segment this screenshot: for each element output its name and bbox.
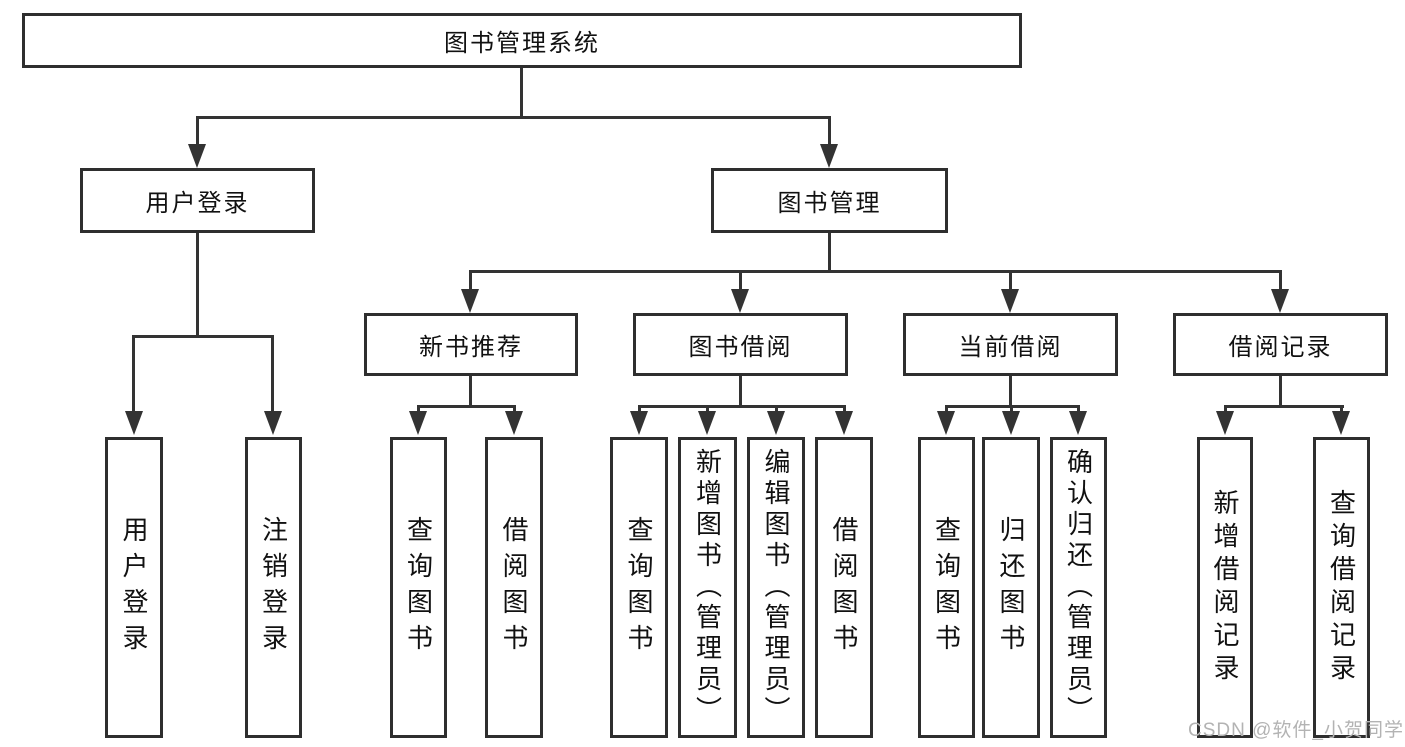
arrow-down-icon [188, 144, 206, 168]
csdn-watermark: CSDN @软件_小贺同学 [1188, 720, 1404, 741]
arrow-down-icon [505, 411, 523, 435]
node-user-login: 用户登录 [80, 168, 315, 233]
leaf-add-borrow-record: 新增借阅记录 [1197, 437, 1253, 738]
leaf-return-book: 归还图书 [982, 437, 1040, 738]
connector-level3-drop [1279, 270, 1282, 292]
connector-leaf-drop [945, 405, 948, 415]
connector-leaf-drop [513, 405, 516, 415]
arrow-down-icon [1271, 289, 1289, 313]
node-borrowing-records: 借阅记录 [1173, 313, 1388, 376]
connector-records-fork [1224, 405, 1344, 408]
connector-user-login-stem [196, 231, 199, 337]
connector-newbook-stem [469, 374, 472, 407]
arrow-down-icon [630, 411, 648, 435]
connector-records-stem [1279, 374, 1282, 407]
leaf-search-book-borrow: 查询图书 [610, 437, 668, 738]
node-root-label: 图书管理系统 [444, 30, 600, 57]
leaf-edit-book-admin: 编辑图书（管理员） [747, 437, 805, 738]
arrow-down-icon [767, 411, 785, 435]
connector-book-mgmt-stem [828, 231, 831, 273]
connector-root-stem [520, 66, 523, 119]
arrow-down-icon [698, 411, 716, 435]
leaf-search-book-recommend: 查询图书 [390, 437, 447, 738]
connector-user-login-fork [132, 335, 274, 338]
leaf-user-login: 用户登录 [105, 437, 163, 738]
connector-user-login-drop [196, 116, 199, 150]
arrow-down-icon [409, 411, 427, 435]
connector-level3-drop [469, 270, 472, 292]
connector-leaf-drop [132, 335, 135, 415]
leaf-label: 借阅图书 [829, 515, 859, 660]
connector-leaf-drop [638, 405, 641, 415]
leaf-search-book-current: 查询图书 [918, 437, 975, 738]
node-new-book-recommend: 新书推荐 [364, 313, 578, 376]
arrow-down-icon [125, 411, 143, 435]
connector-level3-drop [739, 270, 742, 292]
connector-leaf-drop [417, 405, 420, 415]
connector-level3-drop [1009, 270, 1012, 292]
arrow-down-icon [1332, 411, 1350, 435]
leaf-borrow-book: 借阅图书 [815, 437, 873, 738]
node-new-book-recommend-label: 新书推荐 [419, 334, 523, 361]
connector-current-stem [1009, 374, 1012, 407]
arrow-down-icon [731, 289, 749, 313]
leaf-label: 归还图书 [996, 515, 1026, 660]
leaf-label: 查询图书 [931, 515, 962, 660]
node-borrowing-records-label: 借阅记录 [1228, 334, 1333, 361]
connector-leaf-drop [706, 405, 709, 415]
arrow-down-icon [1002, 411, 1020, 435]
connector-leaf-drop [271, 335, 274, 415]
leaf-label: 用户登录 [119, 515, 149, 660]
connector-leaf-drop [1340, 405, 1343, 415]
node-book-management: 图书管理 [711, 168, 948, 233]
arrow-down-icon [937, 411, 955, 435]
arrow-down-icon [835, 411, 853, 435]
leaf-label: 新增图书（管理员） [692, 448, 723, 727]
connector-level2-fork [196, 116, 831, 119]
leaf-label: 借阅图书 [499, 515, 529, 660]
connector-newbook-fork [417, 405, 516, 408]
arrow-down-icon [1216, 411, 1234, 435]
connector-borrow-stem [739, 374, 742, 407]
node-root: 图书管理系统 [22, 13, 1022, 68]
connector-book-mgmt-drop [828, 116, 831, 150]
arrow-down-icon [1001, 289, 1019, 313]
node-current-borrowing-label: 当前借阅 [958, 334, 1063, 361]
connector-leaf-drop [775, 405, 778, 415]
leaf-search-borrow-record: 查询借阅记录 [1313, 437, 1370, 738]
node-user-login-label: 用户登录 [145, 190, 250, 217]
connector-borrow-fork [638, 405, 846, 408]
leaf-label: 编辑图书（管理员） [761, 448, 791, 727]
leaf-label: 查询图书 [624, 515, 654, 660]
leaf-label: 确认归还（管理员） [1063, 448, 1094, 727]
leaf-label: 新增借阅记录 [1210, 488, 1240, 687]
connector-leaf-drop [843, 405, 846, 415]
node-current-borrowing: 当前借阅 [903, 313, 1118, 376]
connector-level3-fork [469, 270, 1282, 273]
node-book-management-label: 图书管理 [777, 190, 882, 217]
arrow-down-icon [820, 144, 838, 168]
leaf-label: 注销登录 [258, 515, 289, 660]
connector-leaf-drop [1010, 405, 1013, 415]
node-book-borrowing: 图书借阅 [633, 313, 848, 376]
leaf-confirm-return-admin: 确认归还（管理员） [1050, 437, 1107, 738]
leaf-add-book-admin: 新增图书（管理员） [678, 437, 737, 738]
node-book-borrowing-label: 图书借阅 [688, 334, 793, 361]
connector-leaf-drop [1077, 405, 1080, 415]
arrow-down-icon [1069, 411, 1087, 435]
connector-leaf-drop [1224, 405, 1227, 415]
leaf-label: 查询借阅记录 [1326, 488, 1357, 687]
leaf-logout: 注销登录 [245, 437, 302, 738]
leaf-label: 查询图书 [403, 515, 434, 660]
leaf-borrow-book-recommend: 借阅图书 [485, 437, 543, 738]
arrow-down-icon [461, 289, 479, 313]
arrow-down-icon [264, 411, 282, 435]
